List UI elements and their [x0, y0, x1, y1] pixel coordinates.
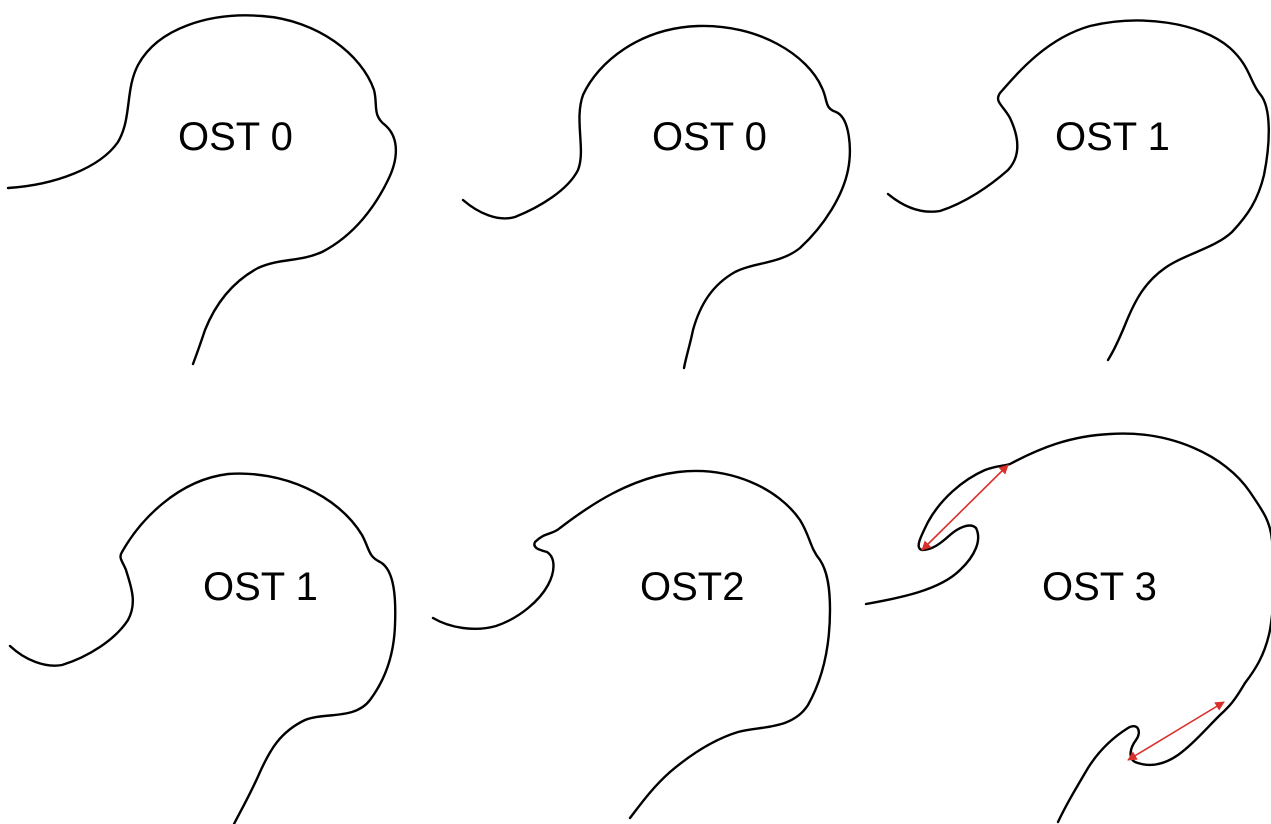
femoral-head-outline-3 [886, 19, 1270, 362]
femoral-head-outline-6 [864, 432, 1271, 824]
measurement-arrow-upper [921, 464, 1009, 551]
panel-5-outline-group [431, 469, 832, 820]
panel-6-label: OST 3 [1042, 565, 1157, 609]
panel-2-label: OST 0 [652, 115, 767, 159]
femoral-head-outline-5 [431, 469, 832, 820]
panel-6-outline-group [864, 432, 1271, 824]
femoral-head-outline-1 [6, 14, 398, 366]
panel-5-label: OST2 [640, 565, 745, 609]
panel-3-label: OST 1 [1055, 115, 1170, 159]
panel-2-outline-group [461, 24, 851, 370]
femoral-head-outline-4 [8, 472, 397, 824]
panel-1-label: OST 0 [178, 115, 293, 159]
measurement-arrow-lower [1127, 701, 1225, 761]
femoral-head-outline-2 [461, 24, 851, 370]
panel-4-outline-group [8, 472, 397, 824]
panel-1-outline-group [6, 14, 398, 366]
panel-3-outline-group [886, 19, 1270, 362]
panel-4-label: OST 1 [203, 565, 318, 609]
